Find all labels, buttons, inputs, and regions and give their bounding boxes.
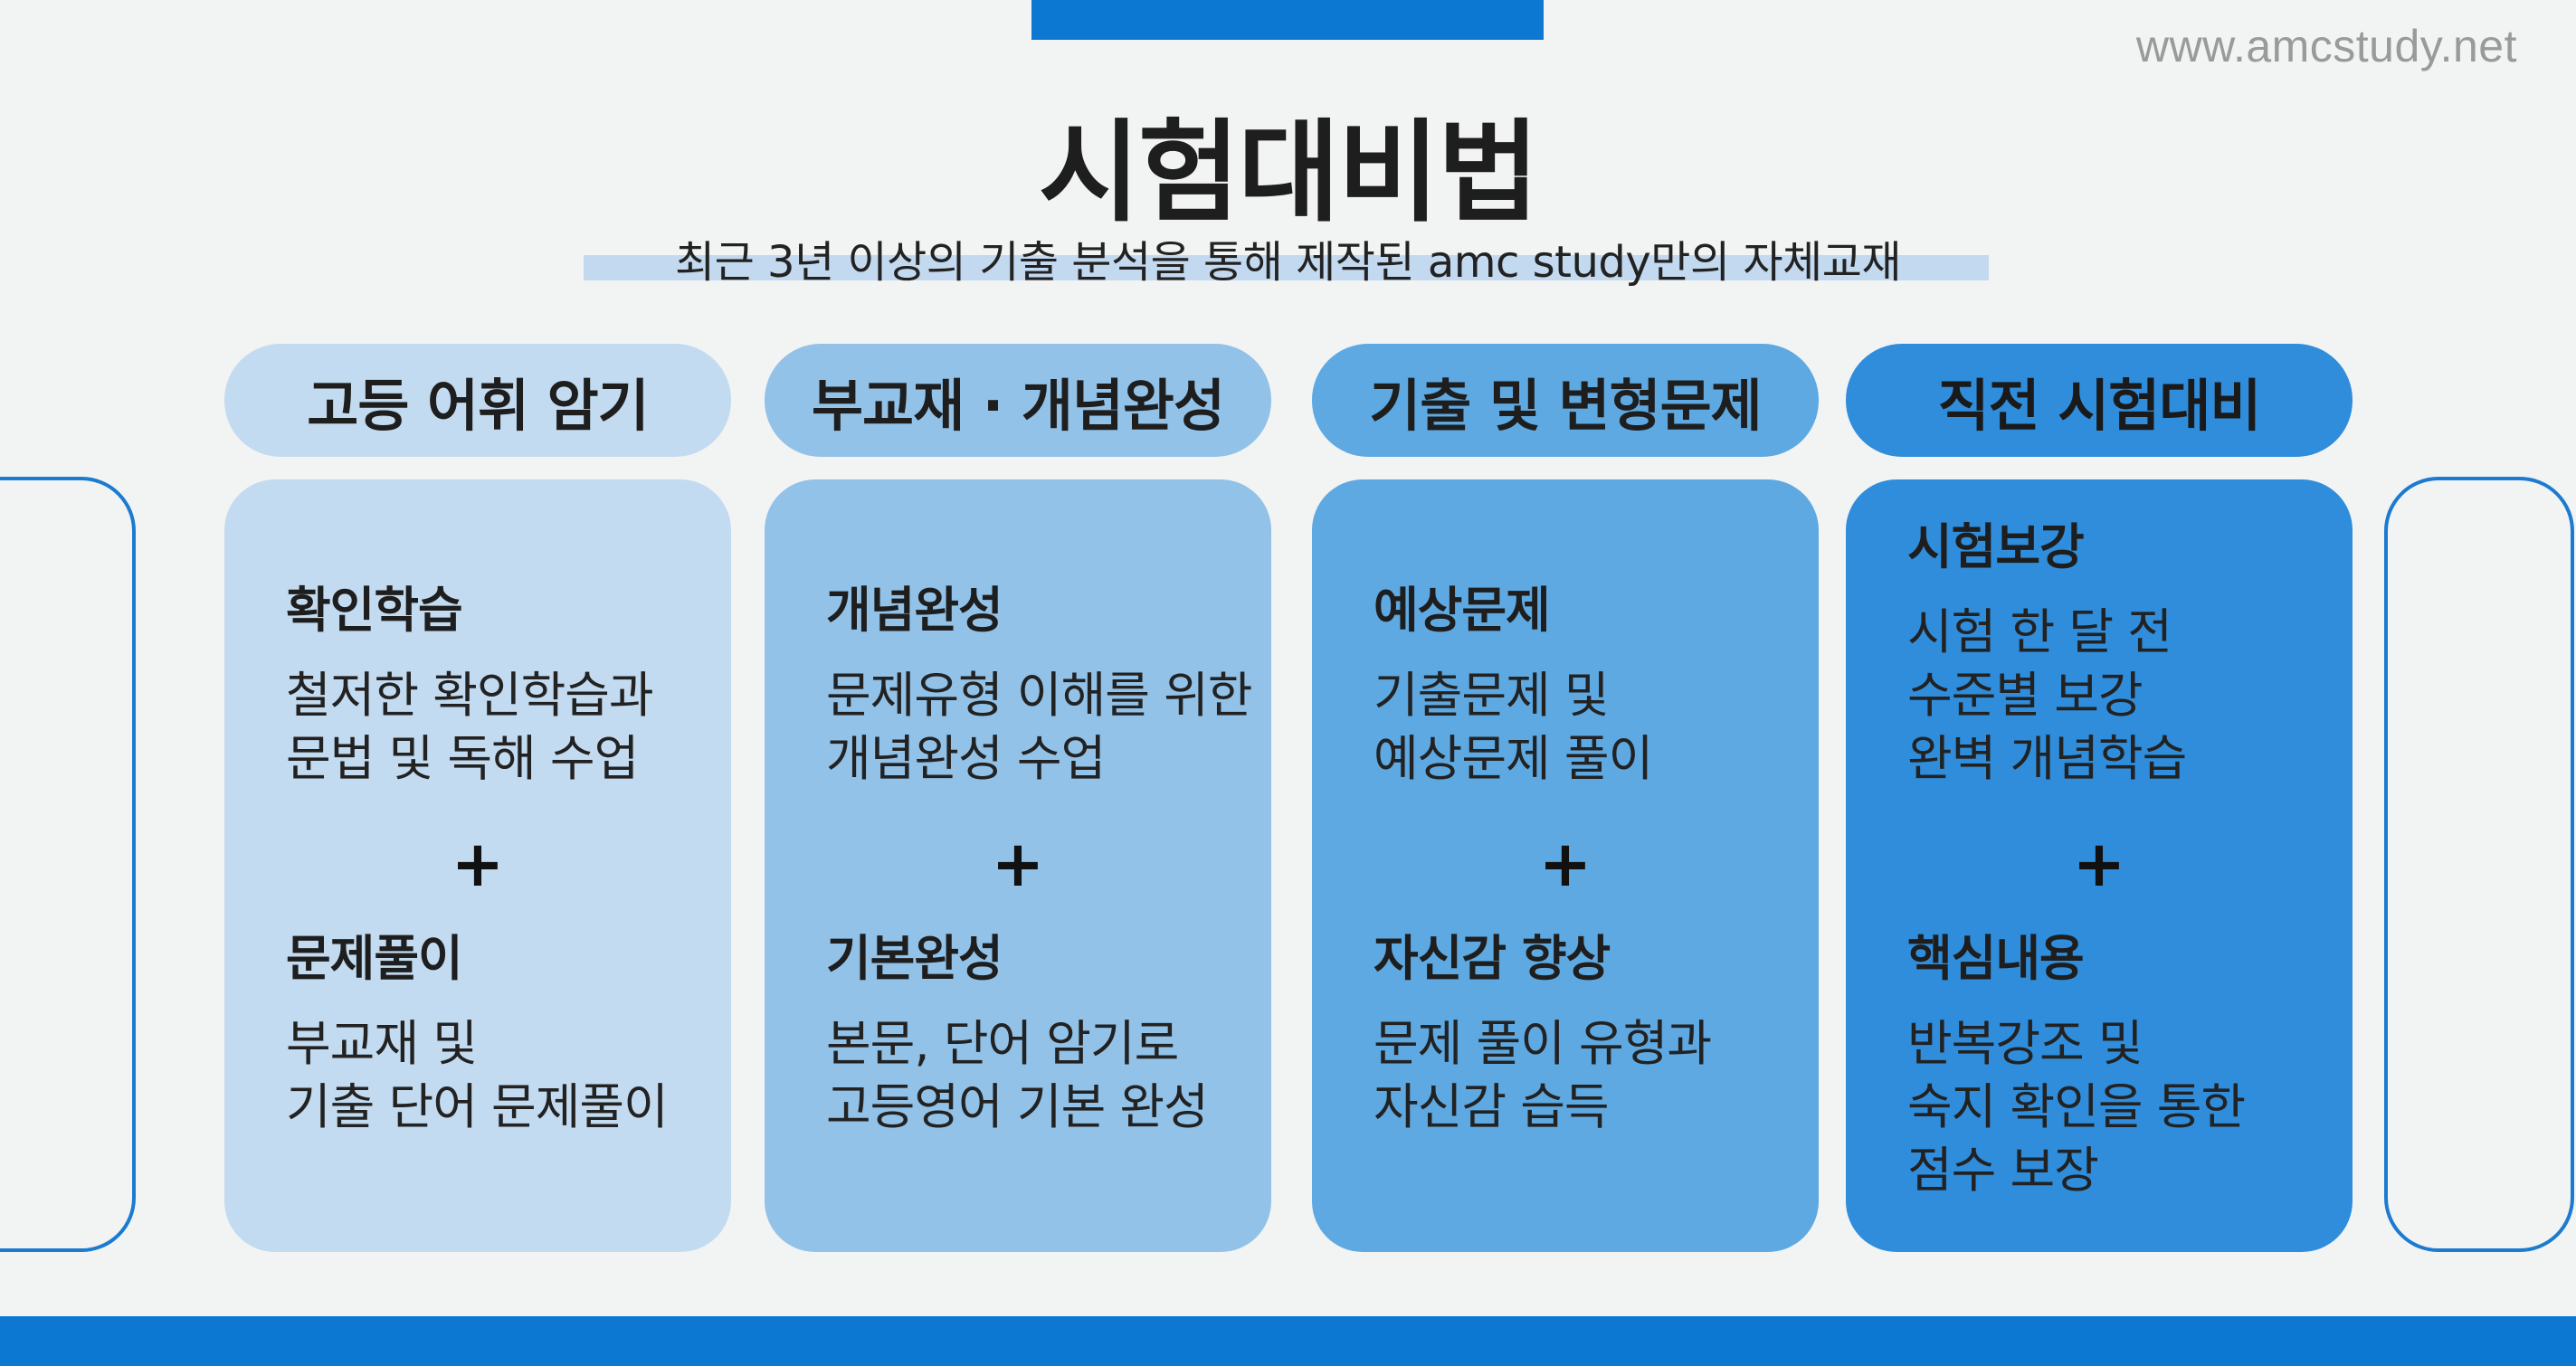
section-line: 문제유형 이해를 위한 (826, 667, 1252, 724)
column-card: 확인학습 철저한 확인학습과 문법 및 독해 수업 + 문제풀이 부교재 및 기… (224, 479, 731, 1252)
column-past-exams: 기출 및 변형문제 예상문제 기출문제 및 예상문제 풀이 + 자신감 향상 문… (1312, 344, 1819, 1252)
section-bottom: 자신감 향상 문제 풀이 유형과 자신감 습득 (1374, 927, 1792, 1139)
column-header-pill: 직전 시험대비 (1846, 344, 2353, 457)
section-line: 숙지 확인을 통한 (1907, 1078, 2246, 1135)
column-header-pill: 기출 및 변형문제 (1312, 344, 1819, 457)
section-line: 고등영어 기본 완성 (826, 1078, 1209, 1135)
page-title: 시험대비법 (1038, 109, 1539, 237)
column-header-pill: 부교재 · 개념완성 (765, 344, 1271, 457)
section-top: 예상문제 기출문제 및 예상문제 풀이 (1374, 579, 1792, 791)
section-line: 시험 한 달 전 (1907, 603, 2172, 660)
section-line: 점수 보장 (1907, 1142, 2099, 1199)
column-card: 개념완성 문제유형 이해를 위한 개념완성 수업 + 기본완성 본문, 단어 암… (765, 479, 1271, 1252)
plus-icon: + (1538, 827, 1592, 901)
section-line: 반복강조 및 (1907, 1015, 2143, 1072)
plus-icon: + (451, 827, 505, 901)
section-top: 확인학습 철저한 확인학습과 문법 및 독해 수업 (286, 579, 704, 791)
column-card: 시험보강 시험 한 달 전 수준별 보강 완벽 개념학습 + 핵심내용 반복강조… (1846, 479, 2353, 1252)
subtitle-highlight (584, 255, 1989, 280)
section-title: 확인학습 (286, 582, 463, 639)
section-line: 완벽 개념학습 (1907, 730, 2187, 787)
section-line: 기출 단어 문제풀이 (286, 1078, 669, 1135)
section-line: 자신감 습득 (1374, 1078, 1610, 1135)
section-body: 문제유형 이해를 위한 개념완성 수업 (826, 664, 1252, 791)
section-line: 문법 및 독해 수업 (286, 730, 639, 787)
section-title: 예상문제 (1374, 582, 1551, 639)
bottom-accent-bar (0, 1316, 2576, 1366)
section-title: 문제풀이 (286, 930, 463, 987)
section-bottom: 핵심내용 반복강조 및 숙지 확인을 통한 점수 보장 (1907, 927, 2325, 1202)
section-body: 반복강조 및 숙지 확인을 통한 점수 보장 (1907, 1012, 2325, 1202)
plus-icon: + (2072, 827, 2126, 901)
section-body: 부교재 및 기출 단어 문제풀이 (286, 1012, 704, 1139)
section-bottom: 기본완성 본문, 단어 암기로 고등영어 기본 완성 (826, 927, 1244, 1139)
plus-icon: + (991, 827, 1045, 901)
section-title: 개념완성 (826, 582, 1003, 639)
section-title: 자신감 향상 (1374, 930, 1611, 987)
subtitle-wrap: 최근 3년 이상의 기출 분석을 통해 제작된 amc study만의 자체교재 (0, 226, 2576, 289)
page-subtitle: 최근 3년 이상의 기출 분석을 통해 제작된 amc study만의 자체교재 (674, 237, 1902, 288)
section-line: 부교재 및 (286, 1015, 478, 1072)
section-title: 핵심내용 (1907, 930, 2085, 987)
section-bottom: 문제풀이 부교재 및 기출 단어 문제풀이 (286, 927, 704, 1139)
column-card: 예상문제 기출문제 및 예상문제 풀이 + 자신감 향상 문제 풀이 유형과 자… (1312, 479, 1819, 1252)
section-line: 문제 풀이 유형과 (1374, 1015, 1712, 1072)
right-frame-decoration (2384, 477, 2574, 1252)
section-body: 본문, 단어 암기로 고등영어 기본 완성 (826, 1012, 1244, 1139)
top-accent-bar (1031, 0, 1544, 40)
section-line: 본문, 단어 암기로 (826, 1015, 1179, 1072)
column-header-pill: 고등 어휘 암기 (224, 344, 731, 457)
section-title: 시험보강 (1907, 518, 2085, 575)
section-body: 문제 풀이 유형과 자신감 습득 (1374, 1012, 1792, 1139)
column-final-prep: 직전 시험대비 시험보강 시험 한 달 전 수준별 보강 완벽 개념학습 + 핵… (1846, 344, 2353, 1252)
site-url: www.amcstudy.net (2135, 21, 2517, 71)
section-body: 기출문제 및 예상문제 풀이 (1374, 664, 1792, 791)
section-line: 철저한 확인학습과 (286, 667, 654, 724)
section-body: 시험 한 달 전 수준별 보강 완벽 개념학습 (1907, 601, 2325, 791)
section-line: 예상문제 풀이 (1374, 730, 1653, 787)
section-title: 기본완성 (826, 930, 1003, 987)
section-top: 시험보강 시험 한 달 전 수준별 보강 완벽 개념학습 (1907, 516, 2325, 791)
section-top: 개념완성 문제유형 이해를 위한 개념완성 수업 (826, 579, 1252, 791)
section-line: 수준별 보강 (1907, 667, 2143, 724)
column-vocabulary: 고등 어휘 암기 확인학습 철저한 확인학습과 문법 및 독해 수업 + 문제풀… (224, 344, 731, 1252)
left-frame-decoration (0, 477, 136, 1252)
section-body: 철저한 확인학습과 문법 및 독해 수업 (286, 664, 704, 791)
column-concept: 부교재 · 개념완성 개념완성 문제유형 이해를 위한 개념완성 수업 + 기본… (765, 344, 1271, 1252)
section-line: 개념완성 수업 (826, 730, 1106, 787)
section-line: 기출문제 및 (1374, 667, 1610, 724)
